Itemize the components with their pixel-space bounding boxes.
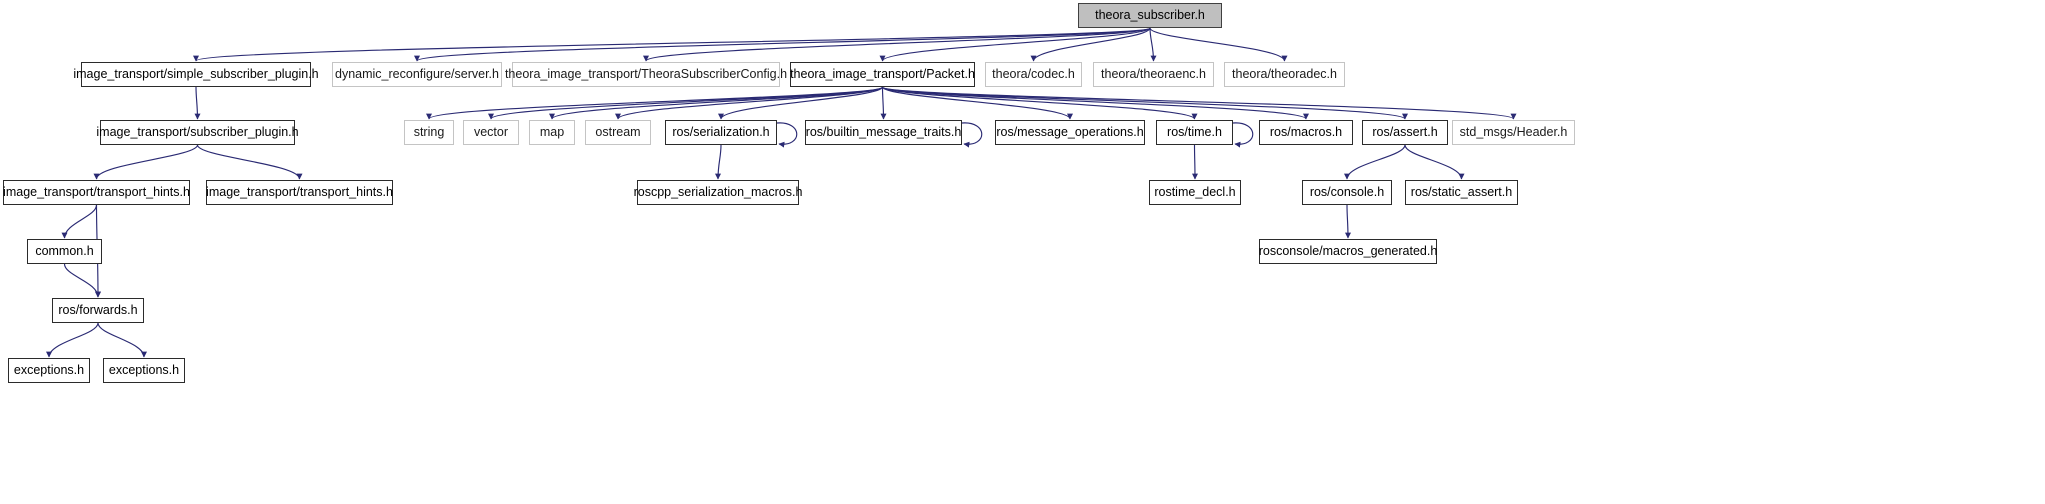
graph-node-ros-time-h[interactable]: ros/time.h [1156,120,1233,145]
edge-n8-to-n21 [196,144,303,180]
graph-node-theora-theoradec-h[interactable]: theora/theoradec.h [1224,62,1345,87]
graph-node-theora-image-transport-theorasubscriberconfig-h[interactable]: theora_image_transport/TheoraSubscriberC… [505,62,787,87]
graph-node-ostream[interactable]: ostream [585,120,651,145]
graph-node-theora-codec-h[interactable]: theora/codec.h [985,62,1082,87]
edge-n4-to-n14 [880,86,887,120]
graph-node-image-transport-transport-hints-h[interactable]: image_transport/transport_hints.h [206,180,393,205]
graph-node-ros-builtin-message-traits-h[interactable]: ros/builtin_message_traits.h [805,120,962,145]
graph-node-dynamic-reconfigure-server-h[interactable]: dynamic_reconfigure/server.h [332,62,502,87]
graph-node-image-transport-subscriber-plugin-h[interactable]: image_transport/subscriber_plugin.h [96,120,299,145]
edge-n4-to-n12 [615,86,884,120]
graph-node-roscpp-serialization-macros-h[interactable]: roscpp_serialization_macros.h [634,180,802,205]
graph-node-ros-assert-h[interactable]: ros/assert.h [1362,120,1448,145]
graph-node-ros-console-h[interactable]: ros/console.h [1302,180,1392,205]
edge-n0-to-n4 [879,27,1151,62]
edge-n28-to-n29 [46,322,99,358]
graph-node-ros-message-operations-h[interactable]: ros/message_operations.h [995,120,1145,145]
edge-n0-to-n7 [1149,27,1288,62]
graph-node-string[interactable]: string [404,120,454,145]
graph-node-image-transport-simple-subscriber-plugin-h[interactable]: image_transport/simple_subscriber_plugin… [73,62,319,87]
graph-node-theora-subscriber-h[interactable]: theora_subscriber.h [1078,3,1222,28]
graph-node-rosconsole-macros-generated-h[interactable]: rosconsole/macros_generated.h [1259,239,1437,264]
graph-node-image-transport-transport-hints-h[interactable]: image_transport/transport_hints.h [3,180,190,205]
edge-n13-to-n13 [776,122,798,148]
edge-n0-to-n6 [1149,27,1157,62]
edge-n1-to-n8 [194,86,201,120]
edge-n20-to-n26 [61,204,98,239]
edge-n13-to-n22 [715,144,722,180]
graph-node-ros-forwards-h[interactable]: ros/forwards.h [52,298,144,323]
edge-n18-to-n25 [1404,144,1465,180]
edge-n4-to-n16 [881,86,1198,120]
edge-n16-to-n16 [1232,122,1254,148]
edge-n4-to-n11 [549,86,884,120]
edge-n26-to-n28 [63,263,101,298]
edge-n14-to-n14 [961,122,983,148]
edge-n18-to-n24 [1344,144,1406,180]
edge-n4-to-n10 [488,86,884,120]
graph-node-theora-image-transport-packet-h[interactable]: theora_image_transport/Packet.h [790,62,975,87]
edge-n0-to-n3 [643,27,1151,62]
edge-n0-to-n2 [414,27,1151,62]
graph-node-ros-serialization-h[interactable]: ros/serialization.h [665,120,777,145]
edge-n4-to-n13 [718,86,884,120]
edge-n28-to-n30 [97,322,147,358]
graph-node-common-h[interactable]: common.h [27,239,102,264]
edge-n4-to-n15 [881,86,1073,120]
graph-node-vector[interactable]: vector [463,120,519,145]
graph-node-ros-macros-h[interactable]: ros/macros.h [1259,120,1353,145]
edge-n24-to-n27 [1345,204,1351,239]
edge-group [46,27,1517,358]
graph-node-map[interactable]: map [529,120,575,145]
graph-node-std-msgs-header-h[interactable]: std_msgs/Header.h [1452,120,1575,145]
graph-node-theora-theoraenc-h[interactable]: theora/theoraenc.h [1093,62,1214,87]
graph-node-exceptions-h[interactable]: exceptions.h [103,358,185,383]
graph-node-rostime-decl-h[interactable]: rostime_decl.h [1149,180,1241,205]
graph-node-exceptions-h[interactable]: exceptions.h [8,358,90,383]
edge-n16-to-n23 [1192,144,1198,180]
edge-n8-to-n20 [93,144,199,180]
edge-n0-to-n1 [193,27,1151,62]
edge-n0-to-n5 [1030,27,1151,62]
edge-n4-to-n19 [881,86,1517,120]
edge-n4-to-n18 [881,86,1408,120]
graph-node-ros-static-assert-h[interactable]: ros/static_assert.h [1405,180,1518,205]
